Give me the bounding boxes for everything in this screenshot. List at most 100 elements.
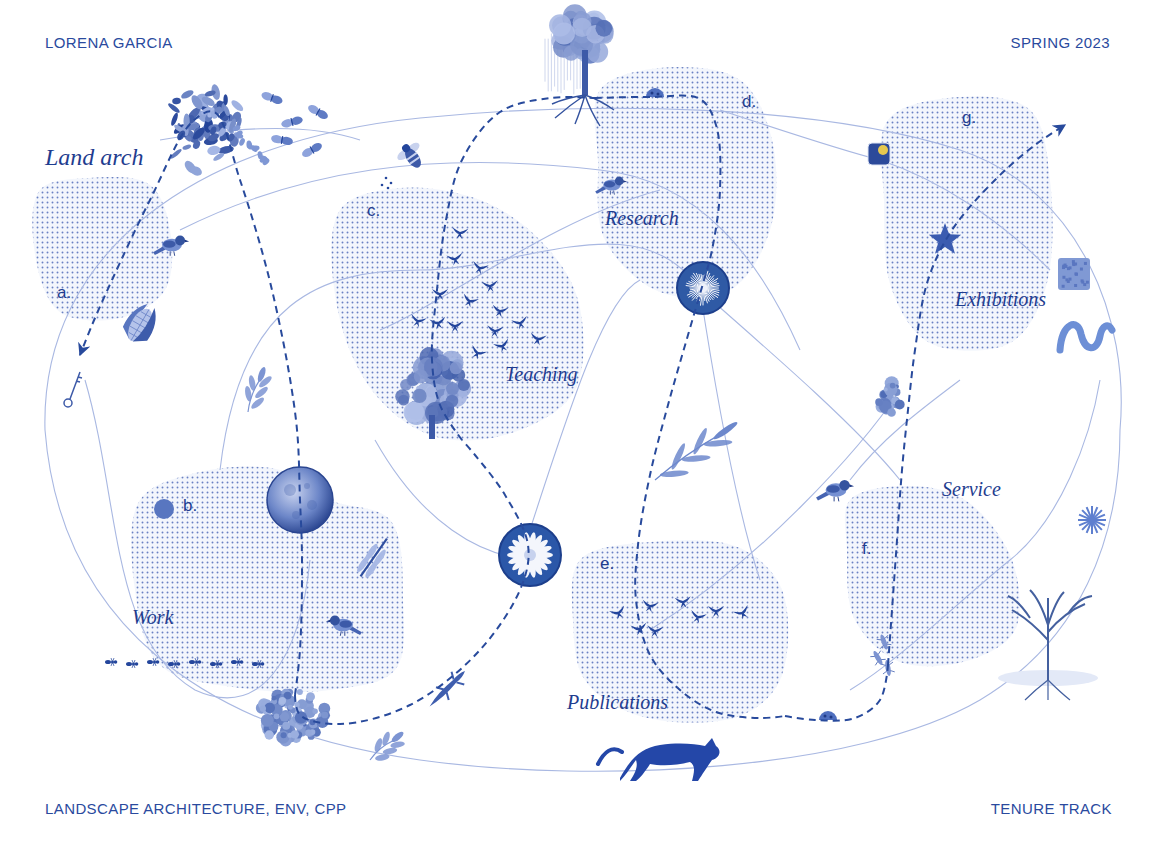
region-label: Land arch <box>45 144 143 172</box>
region-letter: e. <box>600 554 614 574</box>
butterfly <box>260 90 283 105</box>
bare-tree-part <box>1048 680 1070 700</box>
ant-part <box>240 660 244 664</box>
dandelion-badge-part <box>699 274 702 285</box>
dandelion-badge-part <box>704 291 708 303</box>
region-outline <box>335 185 585 440</box>
texture-tile-part <box>1067 280 1070 283</box>
ladybug-part <box>824 715 827 718</box>
region-outline-part <box>881 96 1053 350</box>
bee <box>393 137 430 174</box>
brain-coral-part <box>312 708 317 713</box>
stippled-region: Servicef. <box>845 470 1020 665</box>
ivy-cluster-part <box>172 97 181 104</box>
brain-coral-part <box>297 689 303 695</box>
bee-trail-part <box>387 187 390 190</box>
brain-coral-part <box>321 711 330 720</box>
dashed-path <box>785 665 888 721</box>
tree-part <box>425 402 447 424</box>
butterfly <box>270 134 293 146</box>
top-tree-part <box>595 20 612 37</box>
leaf-sprig-part <box>390 730 405 744</box>
texture-tile-part <box>1080 268 1083 271</box>
moon-part <box>292 511 300 519</box>
ivy-cluster-part <box>228 118 238 134</box>
ant-part <box>168 662 174 666</box>
songbird-part <box>849 484 854 487</box>
texture-tile-part <box>1074 272 1077 275</box>
tree-part <box>458 379 470 391</box>
tree-part <box>450 362 463 375</box>
leaf-sprig-part <box>375 753 390 761</box>
thin-lines-part <box>700 290 760 580</box>
tree-part <box>412 389 426 403</box>
brain-coral-part <box>264 703 275 714</box>
cat-part <box>620 738 719 781</box>
songbird-part <box>604 181 615 187</box>
ant-part <box>231 660 237 664</box>
ladybug-part <box>651 92 654 95</box>
tree-part <box>446 395 458 407</box>
ivy-cluster-part <box>200 106 213 117</box>
dandelion-badge-part <box>690 288 700 289</box>
ball <box>154 499 174 519</box>
thin-lines-part <box>375 440 540 560</box>
leaf-sprig-part <box>681 454 710 462</box>
ivy-cluster-part <box>249 144 258 153</box>
butterfly-part <box>271 94 274 102</box>
bee-trail-part <box>385 177 388 180</box>
worm-part <box>1060 325 1112 350</box>
ant <box>105 658 117 666</box>
brain-coral-part <box>261 714 274 727</box>
texture-tile-part <box>1075 273 1078 276</box>
leaf-sprig <box>362 723 411 770</box>
tree-part <box>414 369 428 383</box>
butterfly <box>280 115 303 128</box>
butterfly-part <box>280 118 294 129</box>
ivy-cluster-part <box>170 112 180 127</box>
songbird-part <box>834 497 839 502</box>
bee-part <box>401 143 412 154</box>
leaf-sprig-part <box>670 442 688 471</box>
songbird-part <box>827 485 840 493</box>
small-coral-part <box>895 400 905 410</box>
leaf-sprig-part <box>712 420 739 441</box>
ivy-cluster <box>167 83 271 177</box>
brain-coral-part <box>282 722 290 730</box>
region-label: Service <box>942 478 1001 501</box>
butterfly-part <box>290 115 304 126</box>
ivy-cluster-part <box>238 137 246 146</box>
ivy-cluster-part <box>230 99 245 113</box>
thin-lines-part <box>700 290 900 480</box>
ant-part <box>252 662 258 666</box>
ivy-cluster-part <box>189 93 205 111</box>
region-letter: d. <box>742 92 756 112</box>
dandelion-badge-part <box>687 289 700 295</box>
dandelion-badge-part <box>706 283 719 287</box>
songbird-part <box>330 616 340 626</box>
starburst-part <box>1093 523 1097 533</box>
texture-tile-part <box>1062 285 1065 288</box>
ant-part <box>111 658 114 666</box>
leaf-sprig-part <box>250 396 266 411</box>
region-label: Research <box>605 207 679 230</box>
leaf-sprig <box>646 409 746 493</box>
stippled-region: g.Exhibitions <box>880 95 1065 345</box>
daisy-badge-part <box>524 549 536 561</box>
dandelion-badge-part <box>689 289 700 292</box>
rain-part <box>548 39 549 92</box>
ivy-cluster-part <box>206 145 221 156</box>
songbird-part <box>615 177 624 186</box>
ant-part <box>135 662 139 666</box>
dandelion-badge-part <box>706 286 719 288</box>
lizard <box>423 665 471 713</box>
songbird-part <box>839 480 849 490</box>
ant-part <box>210 662 216 666</box>
bare-tree-part <box>1025 680 1048 700</box>
bare-tree-part <box>1047 680 1048 700</box>
ant-part <box>105 660 111 664</box>
region-outline-part <box>131 466 404 692</box>
dandelion-badge-part <box>693 273 701 286</box>
